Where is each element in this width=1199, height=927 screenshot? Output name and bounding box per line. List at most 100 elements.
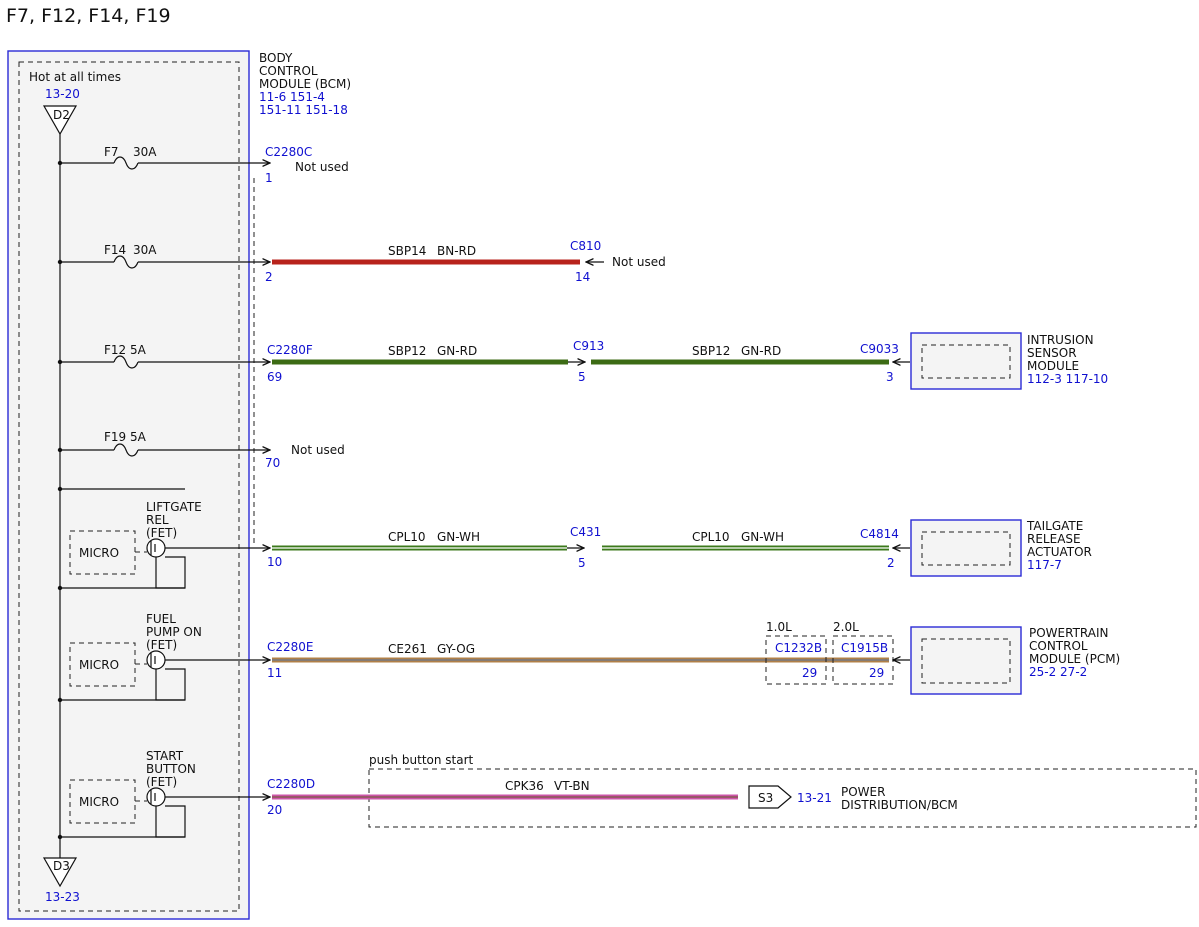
c2-bcm-pin: 2 [265, 270, 273, 284]
tailgate-actuator-box[interactable] [910, 519, 1022, 577]
wire-sbp14-circuit: SBP14 [388, 244, 426, 258]
c1915b-connector[interactable]: C1915B [841, 641, 888, 655]
pcm-refs[interactable]: 25-2 27-2 [1029, 665, 1087, 679]
c431-connector[interactable]: C431 [570, 525, 601, 539]
bottom-page-ref[interactable]: 13-23 [45, 890, 80, 904]
fuse-f14-rating: 30A [133, 243, 157, 257]
variant-1-box [765, 635, 827, 685]
wire-cpl10-a-color: GN-WH [437, 530, 480, 544]
fuse-f14-name: F14 [104, 243, 126, 257]
intrusion-module-refs[interactable]: 112-3 117-10 [1027, 372, 1108, 386]
d2-connector-icon [42, 105, 78, 136]
fuse-f19-name: F19 [104, 430, 126, 444]
fet-start-line-2: BUTTON [146, 762, 196, 776]
wire-cpl10-b-circuit: CPL10 [692, 530, 730, 544]
wire-sbp14-color: BN-RD [437, 244, 476, 258]
bcm-refs-2[interactable]: 151-11 151-18 [259, 103, 348, 117]
bcm-refs-1[interactable]: 11-6 151-4 [259, 90, 325, 104]
fuse-f12-icon [113, 355, 139, 369]
fet-liftgate-line-2: REL [146, 513, 169, 527]
fuse-f12-name: F12 [104, 343, 126, 357]
fet-liftgate: MICRO LIFTGATE REL (FET) [57, 486, 270, 589]
fet-fuel-line-2: PUMP ON [146, 625, 202, 639]
intrusion-module-name-2: SENSOR [1027, 346, 1077, 360]
fet-start-line-1: START [146, 749, 184, 763]
s3-page-ref[interactable]: 13-21 [797, 791, 832, 805]
bcm-name-line-1: BODY [259, 51, 293, 65]
c2280c-pin: 1 [265, 171, 273, 185]
power-dist-line-1: POWER [841, 785, 885, 799]
variant-1-label: 1.0L [766, 620, 792, 634]
wire-cpl10-a-circuit: CPL10 [388, 530, 426, 544]
c9033-connector[interactable]: C9033 [860, 342, 899, 356]
pcm-box[interactable] [910, 626, 1022, 695]
c913-pin: 5 [578, 370, 586, 384]
pcm-name-3: MODULE (PCM) [1029, 652, 1120, 666]
wire-sbp12-b-circuit: SBP12 [692, 344, 730, 358]
fet-start-button: MICRO START BUTTON (FET) [69, 749, 270, 838]
intrusion-module-name-3: MODULE [1027, 359, 1079, 373]
fet-liftgate-icon [146, 538, 166, 558]
c4814-pin: 2 [887, 556, 895, 570]
tailgate-name-2: RELEASE [1027, 532, 1081, 546]
wire-cpl10-b-color: GN-WH [741, 530, 784, 544]
c4-pin: 70 [265, 456, 280, 470]
fuse-f12-rating: 5A [130, 343, 147, 357]
fuse-row-f19: F19 5A [57, 430, 270, 457]
bcm-internal-box [18, 61, 240, 912]
tailgate-name-3: ACTUATOR [1027, 545, 1092, 559]
d3-connector-icon [42, 857, 78, 888]
c810-connector[interactable]: C810 [570, 239, 601, 253]
s3-label: S3 [758, 791, 773, 805]
hot-at-all-times-label: Hot at all times [29, 70, 121, 84]
fuse-f7-icon [113, 156, 139, 170]
pcm-name-2: CONTROL [1029, 639, 1088, 653]
fuse-row-f7: F7 30A [57, 145, 270, 170]
c2280c-connector[interactable]: C2280C [265, 145, 312, 159]
wire-cpk36-color: VT-BN [554, 779, 590, 793]
bcm-name-line-2: CONTROL [259, 64, 318, 78]
top-page-ref[interactable]: 13-20 [45, 87, 80, 101]
intrusion-sensor-module-box[interactable] [910, 332, 1022, 390]
d3-label: D3 [53, 859, 70, 873]
c1915b-pin: 29 [869, 666, 884, 680]
wire-sbp12-a-circuit: SBP12 [388, 344, 426, 358]
c2-not-used: Not used [612, 255, 666, 269]
s3-splice-icon[interactable] [748, 785, 792, 809]
wire-cpk36-circuit: CPK36 [505, 779, 544, 793]
fuse-f19-rating: 5A [130, 430, 147, 444]
fet-fuel-line-3: (FET) [146, 638, 177, 652]
micro-label-3: MICRO [79, 795, 119, 809]
fet-liftgate-line-3: (FET) [146, 526, 177, 540]
c1-not-used: Not used [295, 160, 349, 174]
fet-start-icon [146, 787, 166, 807]
micro-label-2: MICRO [79, 658, 119, 672]
fet-start-line-3: (FET) [146, 775, 177, 789]
c2280d-connector[interactable]: C2280D [267, 777, 315, 791]
c1232b-pin: 29 [802, 666, 817, 680]
intrusion-module-name-1: INTRUSION [1027, 333, 1094, 347]
bcm-module-box [7, 50, 250, 920]
tailgate-refs[interactable]: 117-7 [1027, 558, 1062, 572]
wire-sbp12-a-color: GN-RD [437, 344, 477, 358]
c2280f-connector[interactable]: C2280F [267, 343, 313, 357]
tailgate-name-1: TAILGATE [1026, 519, 1083, 533]
fuse-f7-name: F7 [104, 145, 119, 159]
fet-fuel-pump: MICRO FUEL PUMP ON (FET) [69, 612, 270, 701]
variant-2-label: 2.0L [833, 620, 859, 634]
wire-ce261-circuit: CE261 [388, 642, 427, 656]
c2280f-pin: 69 [267, 370, 282, 384]
c2280e-pin: 11 [267, 666, 282, 680]
c913-connector[interactable]: C913 [573, 339, 604, 353]
fet-fuel-pump-icon [146, 650, 166, 670]
c2280e-connector[interactable]: C2280E [267, 640, 314, 654]
push-button-start-label: push button start [369, 753, 474, 767]
c4-not-used: Not used [291, 443, 345, 457]
c1232b-connector[interactable]: C1232B [775, 641, 822, 655]
fuse-f7-rating: 30A [133, 145, 157, 159]
wire-sbp12-b-color: GN-RD [741, 344, 781, 358]
c4814-connector[interactable]: C4814 [860, 527, 899, 541]
fuse-f14-icon [113, 255, 139, 269]
c810-pin: 14 [575, 270, 590, 284]
